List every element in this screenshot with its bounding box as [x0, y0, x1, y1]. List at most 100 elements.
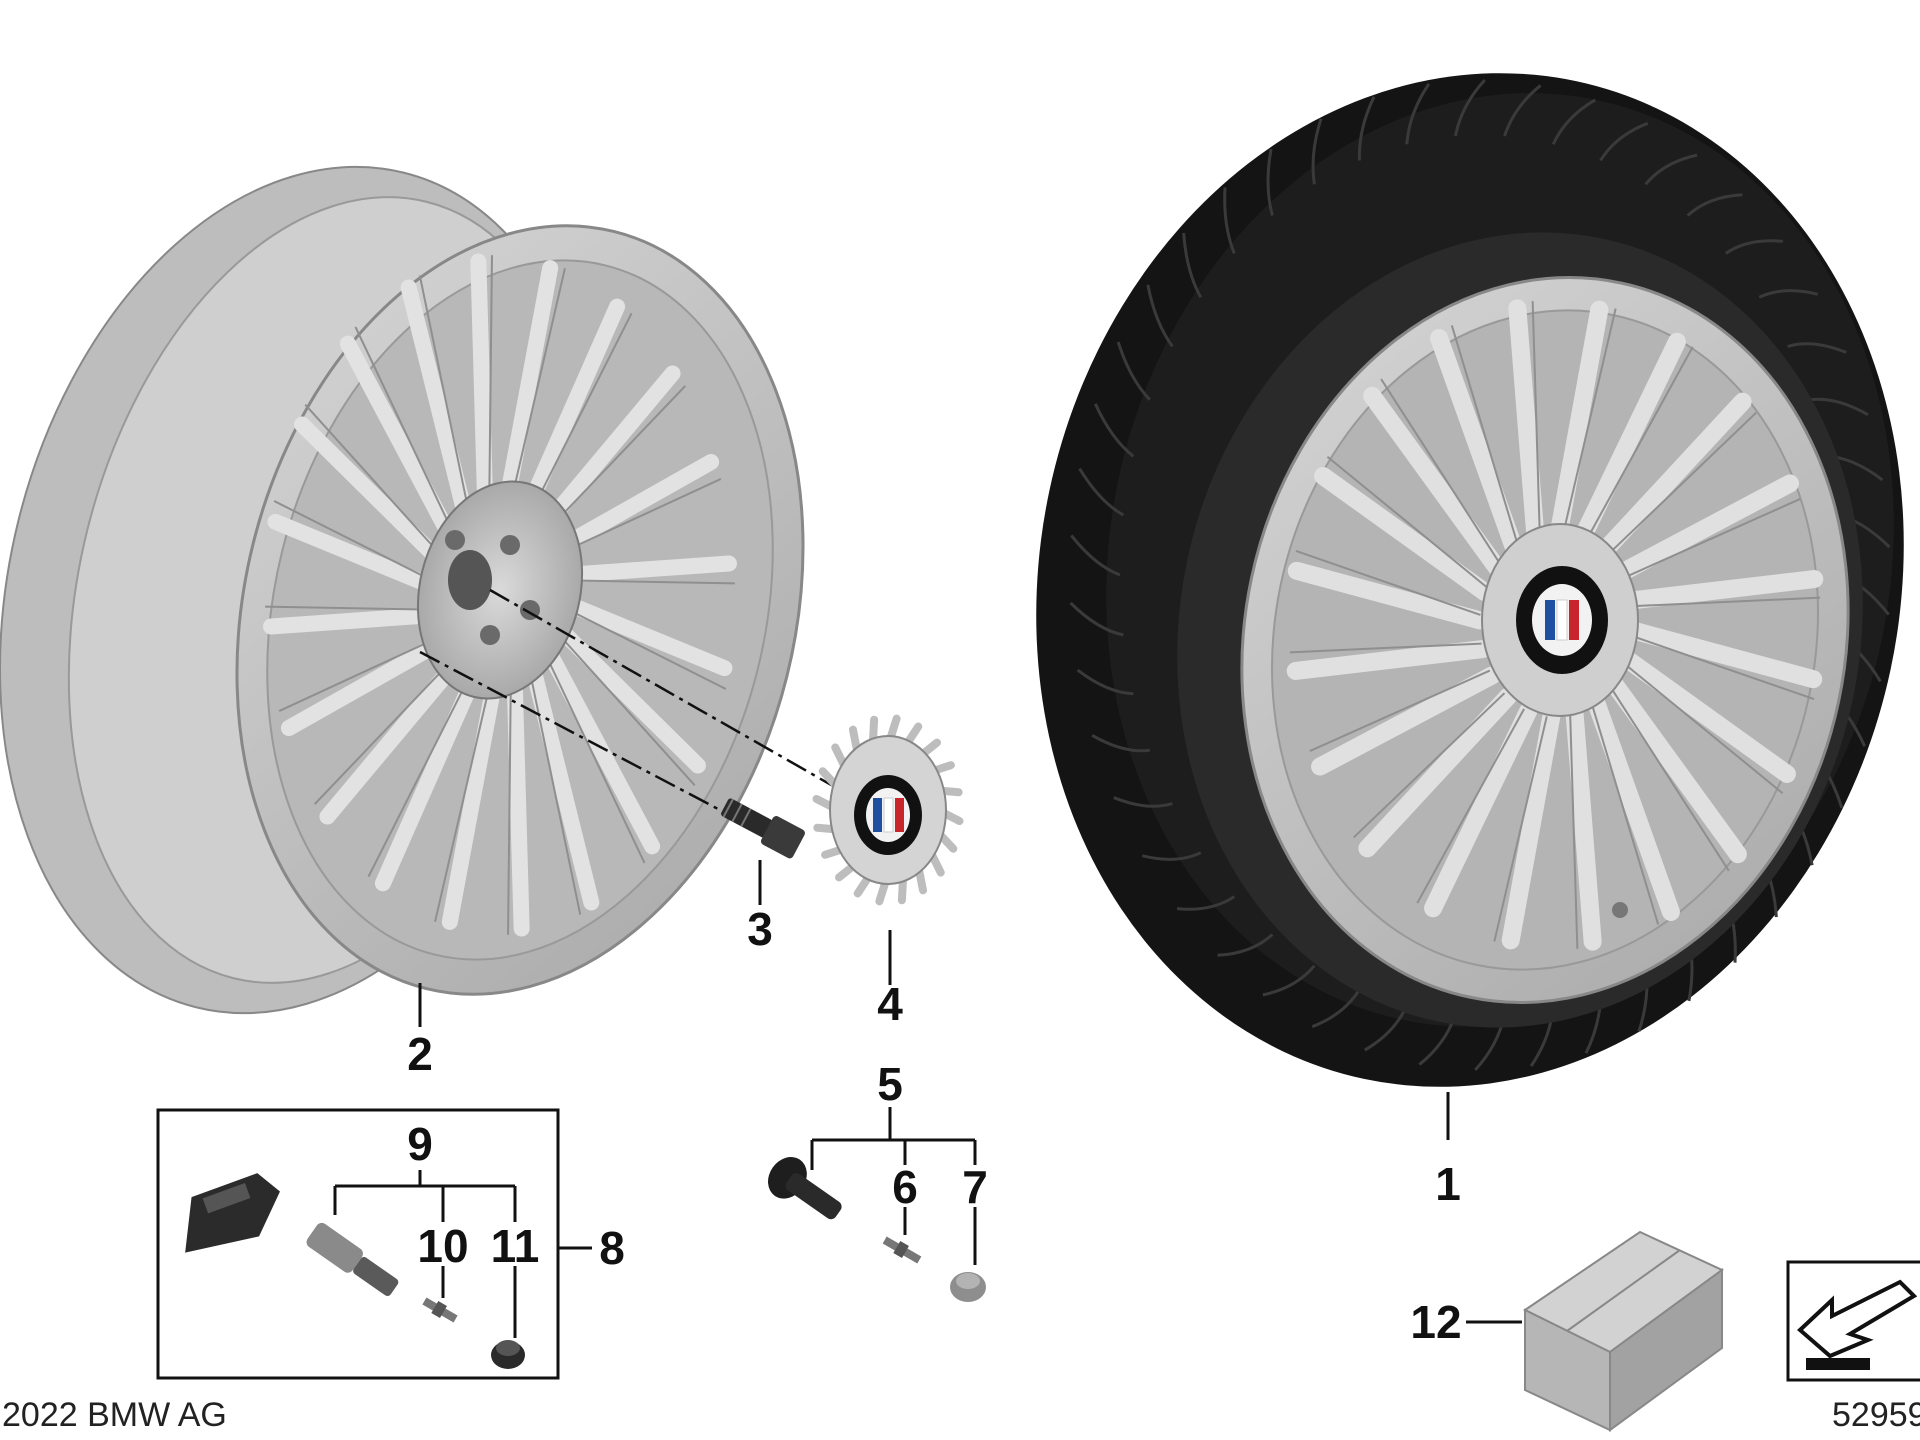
alignment-line-bolt	[419, 650, 721, 812]
callout-9: 9	[407, 1118, 433, 1170]
tread-groove	[1262, 964, 1316, 997]
rim-spokes	[263, 253, 737, 937]
rim-spoke-edge	[273, 500, 432, 581]
callout-8: 8	[599, 1222, 625, 1274]
callout-2: 2	[407, 1028, 433, 1080]
rim-spoke-edge	[561, 637, 696, 787]
wheel-spoke-edge	[1609, 686, 1730, 872]
wheel-spoke	[1430, 329, 1524, 557]
wheel-bolt[interactable]	[717, 792, 806, 860]
wheel-spokes	[1286, 299, 1824, 951]
callout-6: 6	[892, 1161, 918, 1213]
tread-groove	[1113, 796, 1173, 808]
wheel-spoke	[1572, 332, 1686, 549]
wheel-spoke	[1620, 620, 1823, 689]
callout-12: 12	[1410, 1296, 1461, 1348]
rim-spoke	[470, 253, 494, 511]
tread-groove	[1724, 239, 1784, 255]
valve-core[interactable]	[421, 1295, 459, 1325]
rim-spoke-edge	[568, 609, 727, 690]
rim-spoke-edge	[278, 636, 438, 712]
wheel-spoke-edge	[1591, 704, 1660, 925]
package-box[interactable]	[1523, 1230, 1724, 1432]
tread-groove	[1357, 96, 1376, 161]
tread-groove	[1076, 668, 1134, 696]
rim-spoke	[319, 657, 462, 825]
wheel-spoke	[1287, 561, 1490, 630]
rim-spoke	[544, 650, 661, 855]
wheel-spoke-edge	[1569, 715, 1579, 949]
rim-spoke	[538, 365, 681, 533]
rim-spoke-edge	[569, 579, 735, 585]
tread-groove	[1217, 933, 1274, 957]
tread-groove	[1453, 79, 1486, 137]
wheel-spoke	[1549, 300, 1609, 543]
rim-spoke	[339, 335, 456, 540]
wheel-spoke-edge	[1309, 669, 1491, 752]
hub-cap[interactable]	[812, 714, 964, 906]
rim-spoke-edge	[367, 679, 469, 878]
rim-spoke	[506, 679, 530, 937]
tread-groove	[1787, 342, 1847, 354]
wheel-spoke-edge	[1380, 378, 1501, 564]
rim-spoke-edges	[265, 255, 735, 935]
callout-10: 10	[417, 1220, 468, 1272]
wheel-spoke-edge	[1629, 634, 1815, 701]
wheel-spoke-edge	[1295, 549, 1481, 616]
wheel-spoke-edge	[1326, 455, 1488, 588]
diagram-number: 52959	[1832, 1396, 1920, 1434]
rim-spoke	[520, 298, 626, 517]
rim-spoke-edge	[530, 679, 582, 915]
callout-3: 3	[747, 903, 773, 955]
rim-spoke-edge	[531, 312, 633, 511]
tpms-sensor[interactable]	[168, 1168, 292, 1262]
wheel-spoke-edge	[1604, 411, 1757, 558]
valve-core[interactable]	[881, 1234, 923, 1266]
rim-spoke-edge	[488, 255, 493, 502]
wheel-spoke	[1508, 299, 1545, 546]
rubber-valve[interactable]	[760, 1149, 851, 1231]
rim-spoke	[527, 669, 600, 911]
tpms-valve[interactable]	[304, 1221, 402, 1301]
valve-cap[interactable]	[950, 1272, 986, 1302]
tread-groove	[1503, 84, 1542, 137]
rim-spoke	[267, 513, 439, 594]
alpina-emblem-icon	[854, 775, 922, 855]
tread-groove	[1091, 733, 1150, 753]
wheel-spoke-edge	[1531, 301, 1541, 535]
wheel-spoke	[1363, 386, 1506, 577]
wheel-spoke	[1424, 701, 1538, 918]
wheel-spoke	[1358, 687, 1517, 858]
forward-arrow-icon[interactable]	[1786, 1260, 1920, 1382]
wheel-spoke	[1604, 673, 1747, 864]
leader-lines	[333, 860, 1522, 1338]
wheel-spoke-edge	[1289, 642, 1482, 654]
wheel-spoke-edge	[1450, 325, 1519, 546]
wheel-spoke	[1608, 474, 1799, 584]
callout-5: 5	[877, 1058, 903, 1110]
tread-groove	[1116, 341, 1151, 401]
wheel-spoke	[1616, 648, 1796, 783]
tread-groove	[1069, 601, 1124, 637]
wheel-spoke	[1501, 707, 1561, 950]
tread-groove	[1758, 289, 1819, 299]
rim-spoke	[374, 673, 480, 892]
tpms-group-box	[156, 1108, 560, 1380]
rim-spoke	[552, 453, 720, 556]
copyright-text: 2022 BMW AG	[2, 1396, 227, 1434]
callout-4: 4	[877, 978, 903, 1030]
rim-spoke-edge	[313, 661, 452, 805]
rim-spoke-edge	[354, 326, 452, 529]
wheel-spoke-edge	[1622, 662, 1784, 795]
rim-spoke-edge	[418, 275, 470, 511]
valve-cap[interactable]	[491, 1340, 525, 1369]
complete-wheel-with-tire[interactable]	[943, 0, 1920, 1168]
tread-groove	[1686, 193, 1743, 217]
tread-groove	[1644, 153, 1698, 186]
rim-spoke	[294, 416, 444, 565]
rim-spoke-edge	[562, 478, 722, 554]
wheel-spoke	[1286, 640, 1492, 680]
tread-groove	[1146, 284, 1174, 348]
alloy-rim[interactable]	[0, 103, 881, 1078]
